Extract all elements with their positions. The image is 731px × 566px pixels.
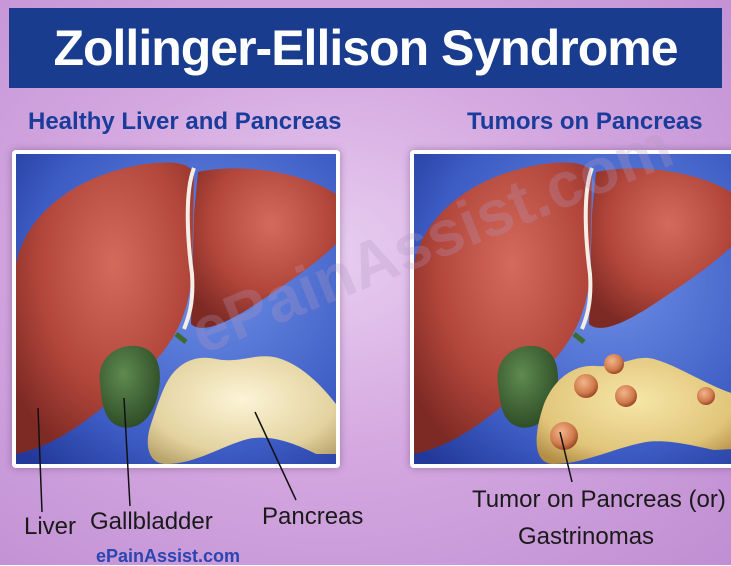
liver-leader-line (38, 408, 42, 512)
pancreas-leader-line (255, 412, 296, 500)
gallbladder-label: Gallbladder (90, 508, 213, 536)
pancreas-label: Pancreas (262, 503, 363, 531)
gallbladder-leader-line (124, 398, 130, 506)
tumor-leader-line (560, 432, 572, 482)
liver-label: Liver (24, 513, 76, 541)
gastrinomas-label: Gastrinomas (518, 523, 654, 551)
watermark-footer: ePainAssist.com (96, 547, 240, 565)
tumor-label: Tumor on Pancreas (or) (472, 486, 726, 514)
